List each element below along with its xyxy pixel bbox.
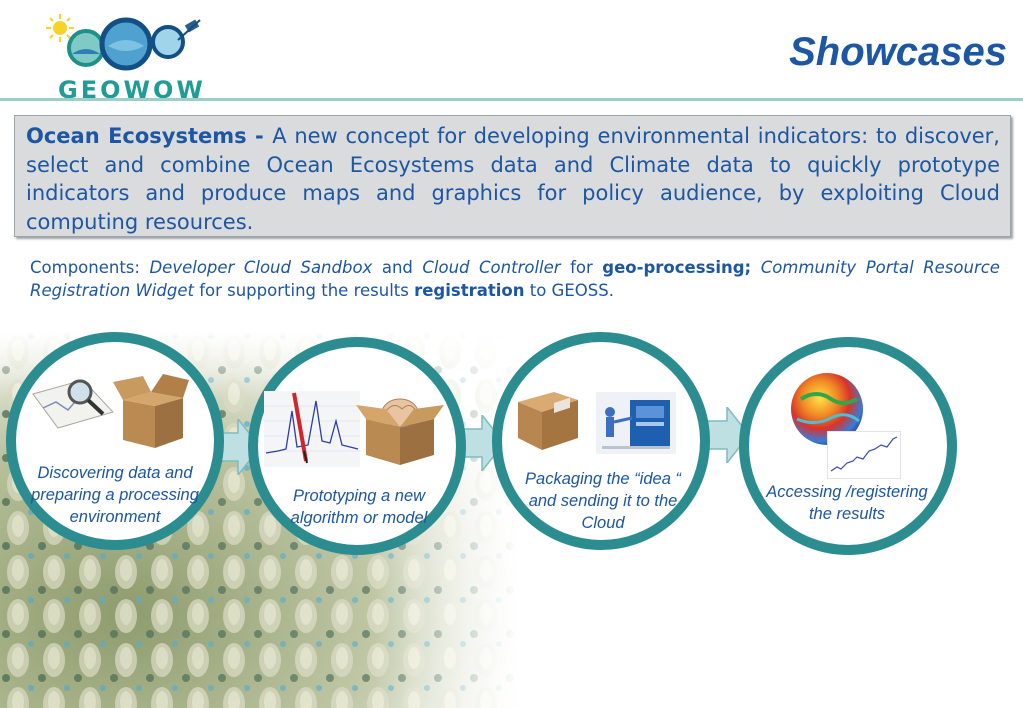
step-prototyping: Prototyping a new algorithm or model	[248, 337, 466, 555]
geo-processing: geo-processing;	[602, 258, 752, 277]
step-4-label-line: Accessing /registering	[766, 483, 928, 501]
ocean-ecosystems-box: Ocean Ecosystems - A new concept for dev…	[14, 115, 1011, 237]
components-text: Components:	[30, 258, 150, 277]
components-text: to GEOSS.	[524, 281, 614, 300]
header-divider	[0, 98, 1023, 101]
step-1-label-line: preparing a processing	[31, 486, 199, 504]
cloud-server-icon	[596, 392, 676, 454]
step-packaging: Packaging the “idea “ and sending it to …	[492, 332, 710, 550]
graph-icon	[827, 431, 901, 479]
registration-widget: Community Portal Resource Registration W…	[30, 258, 1000, 300]
step-3-label-line: Cloud	[581, 514, 625, 532]
step-1-label-line: environment	[69, 508, 161, 526]
sun-icon	[46, 14, 74, 42]
step-3-label-line: Packaging the “idea “	[525, 470, 681, 488]
step-discovering-data: Discovering data and preparing a process…	[6, 332, 224, 550]
arrow-right-icon	[707, 407, 749, 463]
brain-box-icon	[356, 398, 444, 465]
step-4-label-line: the results	[808, 505, 886, 523]
ocean-ecosystems-body: A new concept for developing environment…	[26, 124, 1000, 234]
chart-icon	[264, 391, 360, 467]
components-text: for supporting the results	[193, 281, 415, 300]
step-1-label-line: Discovering data and	[37, 464, 193, 482]
registration: registration	[414, 281, 525, 300]
package-icon	[518, 392, 578, 450]
step-4-label: Accessing /registering the results	[747, 481, 947, 525]
step-2-label: Prototyping a new algorithm or model	[270, 485, 448, 529]
step-3-label-line: and sending it to the	[528, 492, 678, 510]
ocean-ecosystems-description: Ocean Ecosystems - A new concept for dev…	[26, 122, 1000, 236]
components-paragraph: Components: Developer Cloud Sandbox and …	[30, 256, 1000, 302]
step-3-label: Packaging the “idea “ and sending it to …	[514, 468, 692, 534]
components-text: for	[560, 258, 603, 277]
geowow-logo: GEOWOW	[28, 10, 228, 104]
step-accessing: Accessing /registering the results	[739, 337, 957, 555]
globe-icon	[791, 373, 863, 445]
cloud-controller: Cloud Controller	[422, 258, 561, 277]
ocean-ecosystems-heading: Ocean Ecosystems -	[26, 124, 273, 148]
magnifier-icon	[32, 379, 114, 429]
step-2-label-line: algorithm or model	[290, 509, 428, 527]
components-text	[751, 258, 761, 277]
components-text: and	[372, 258, 423, 277]
step-1-label: Discovering data and preparing a process…	[2, 462, 228, 528]
developer-cloud-sandbox: Developer Cloud Sandbox	[149, 258, 373, 277]
page-title: Showcases	[789, 30, 1007, 74]
step-2-label-line: Prototyping a new	[292, 487, 426, 505]
box-icon	[113, 374, 189, 448]
satellite-icon	[177, 19, 201, 41]
